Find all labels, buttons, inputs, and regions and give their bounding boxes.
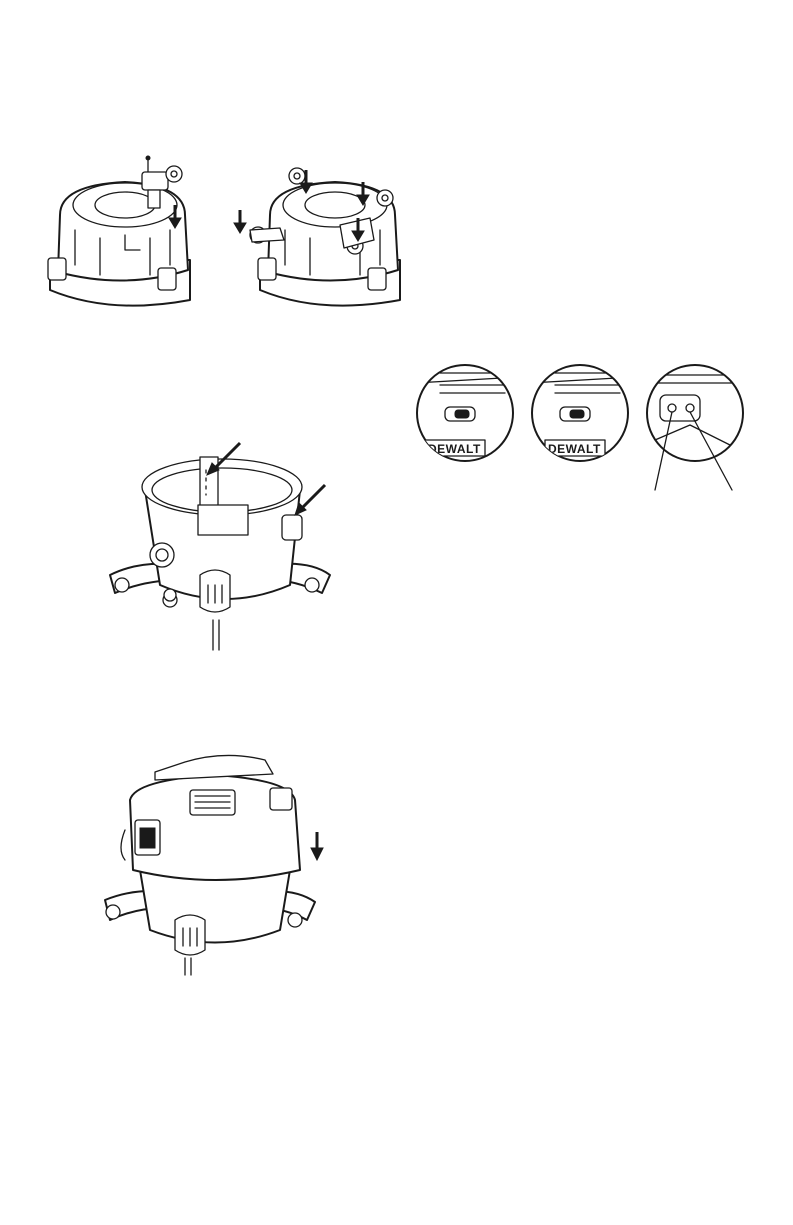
drum-left: [48, 182, 190, 306]
vacuum-assembled: [105, 755, 315, 975]
figure-drum-interior: [100, 435, 360, 660]
brand-label: DEWALT: [548, 442, 601, 456]
figure-switch-closeups: DEWALT DEWALT: [410, 355, 750, 495]
brand-label: DEWALT: [428, 442, 481, 456]
drum-right: [250, 168, 400, 306]
closeup-3: [647, 365, 745, 461]
drum-open: [110, 457, 330, 650]
down-arrow-icon: [234, 210, 246, 233]
down-arrow-icon: [311, 832, 323, 860]
figure-powerhead-assembly: [95, 750, 335, 980]
closeup-2: DEWALT: [530, 365, 635, 461]
closeup-1: DEWALT: [415, 365, 520, 461]
figure-caster-installation: [30, 150, 400, 320]
